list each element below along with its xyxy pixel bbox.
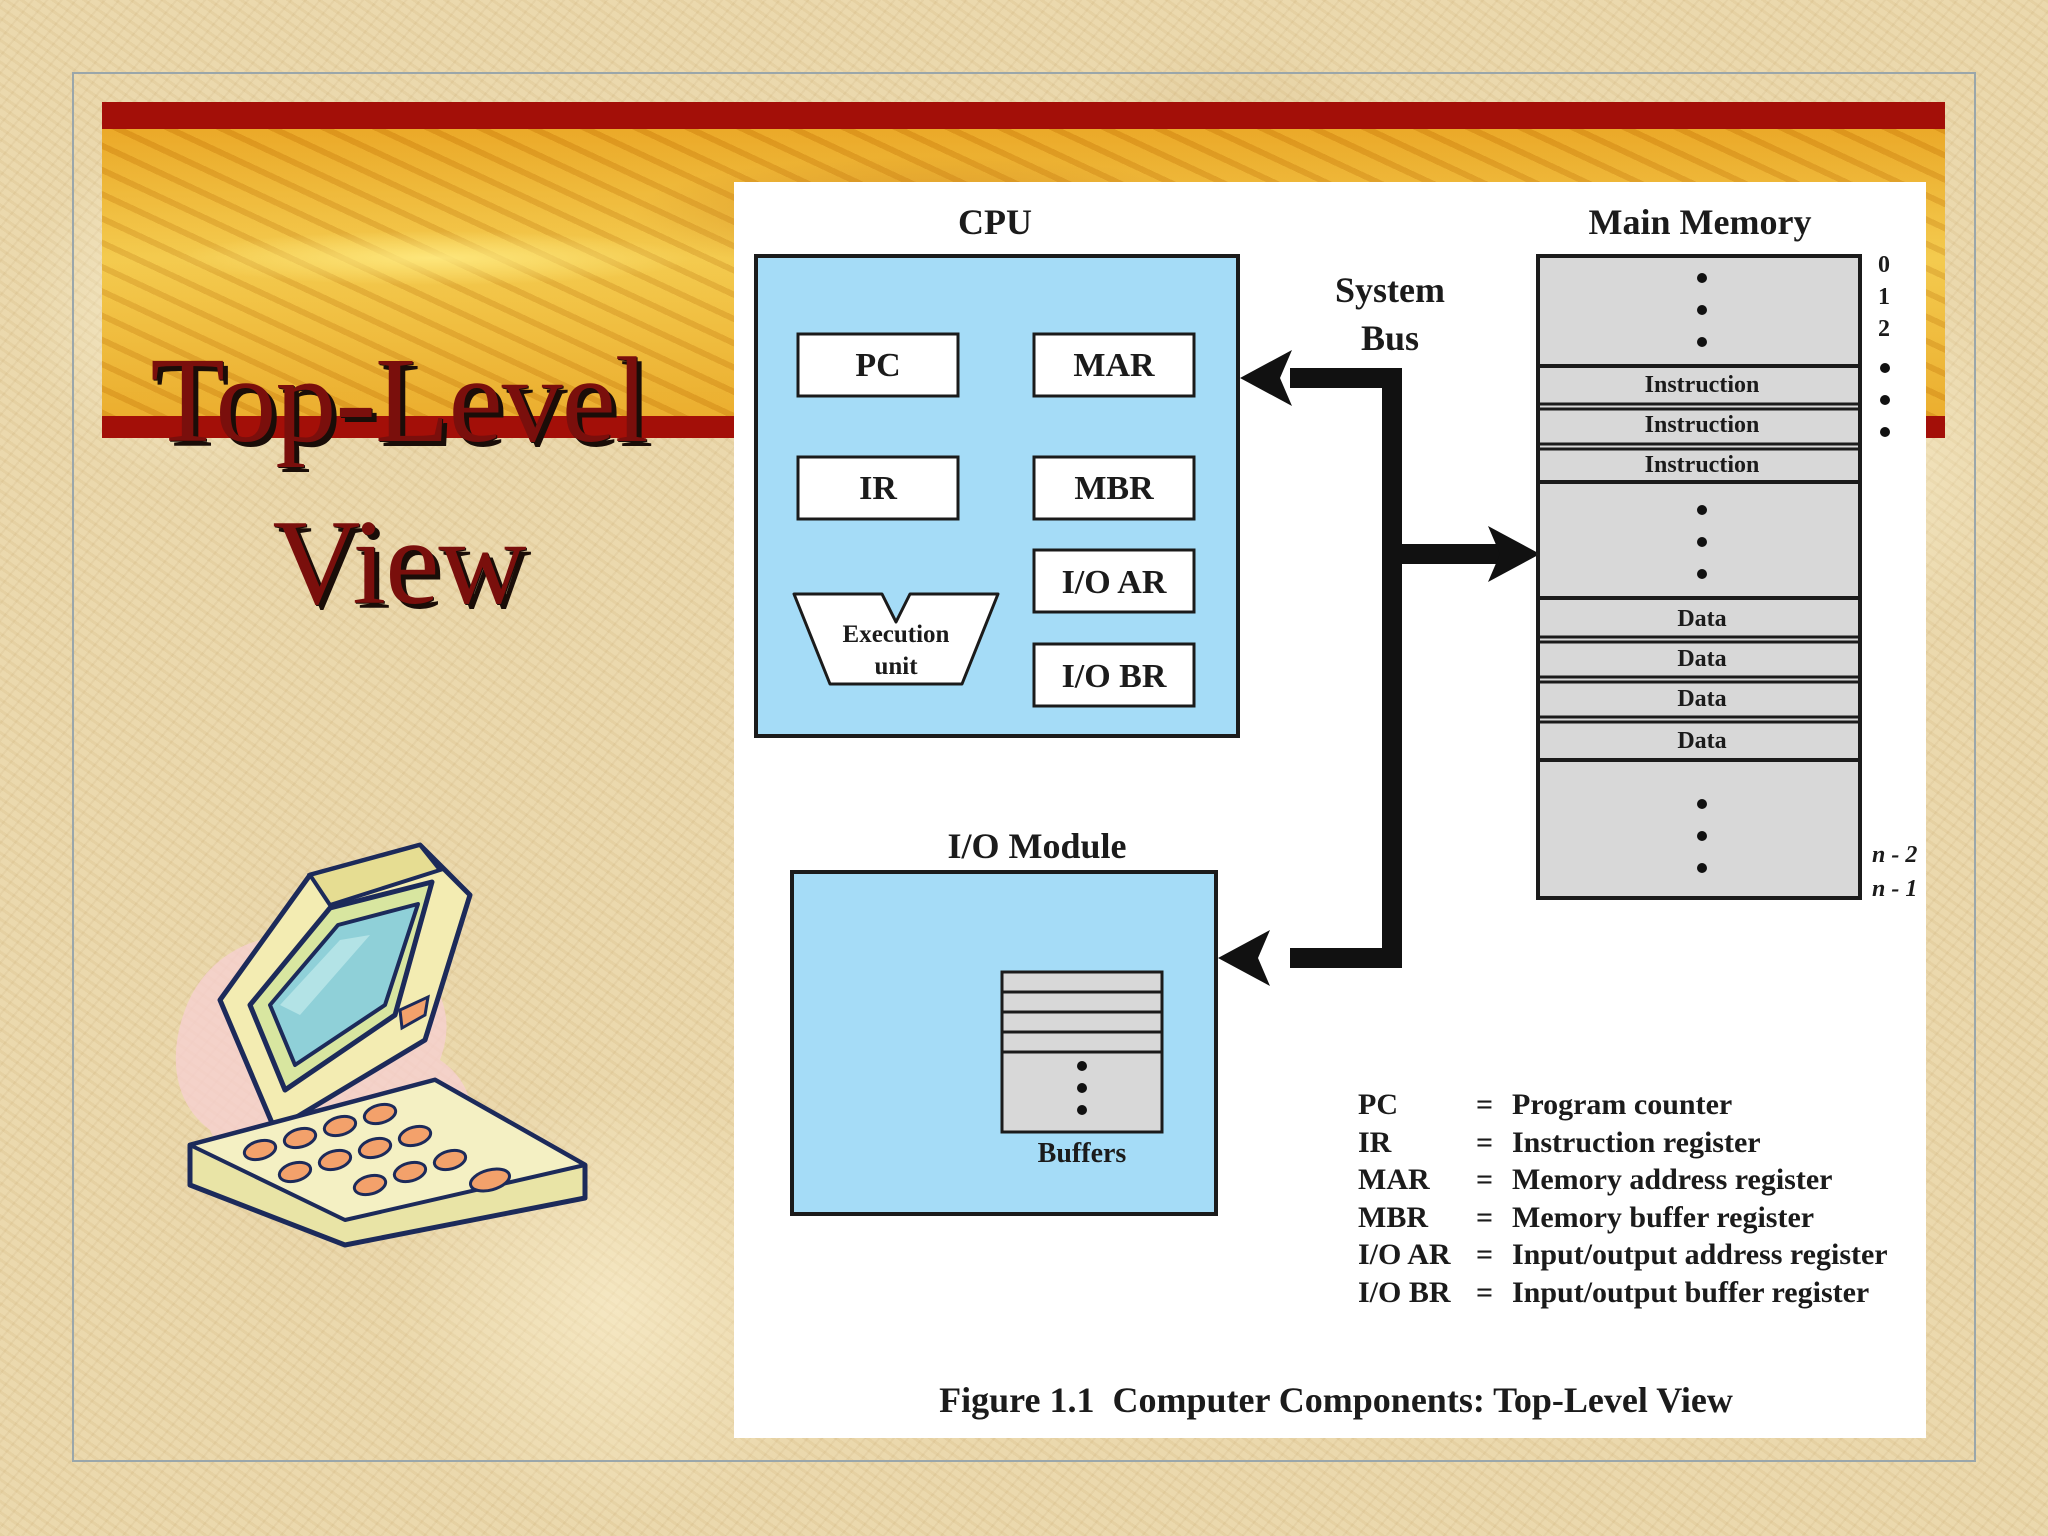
system-bus-label-1: System	[1335, 270, 1445, 310]
slide-title: Top-Level View	[104, 320, 694, 644]
slide-title-line2: View	[272, 495, 527, 630]
address-label-n-2: n - 2	[1872, 842, 1917, 868]
mar-register	[1032, 332, 1196, 398]
address-label-n-1: n - 1	[1872, 876, 1917, 902]
figure-caption: Figure 1.1 Computer Components: Top-Leve…	[939, 1380, 1733, 1420]
legend: PC = Program counter IR = Instruction re…	[1358, 1088, 1888, 1309]
legend-abbr: PC	[1358, 1088, 1398, 1121]
buffers-label: Buffers	[1038, 1138, 1127, 1169]
cpu-label: CPU	[958, 202, 1032, 242]
address-label-0: 0	[1878, 252, 1890, 278]
memory-cell-data: Data	[1677, 646, 1726, 672]
execution-unit-label-2: unit	[874, 653, 918, 680]
io-ar-register	[1032, 548, 1196, 614]
slide-frame	[72, 72, 1976, 1462]
execution-unit	[792, 592, 1000, 686]
legend-abbr: MBR	[1358, 1201, 1428, 1234]
legend-meaning: Input/output address register	[1512, 1238, 1888, 1271]
memory-cell-data: Data	[1677, 606, 1726, 632]
ir-register	[796, 455, 960, 521]
main-memory	[1536, 254, 1862, 900]
mbr-register-label: MBR	[1074, 470, 1154, 507]
legend-abbr: IR	[1358, 1126, 1392, 1159]
slide-title-line1: Top-Level	[150, 333, 648, 468]
mbr-register	[1032, 455, 1196, 521]
arrow-to-memory-icon	[1488, 526, 1540, 582]
architecture-diagram: CPU PC MAR IR MBR I/O AR I/O BR Executio…	[754, 202, 1917, 1420]
io-module-label: I/O Module	[947, 826, 1126, 866]
system-bus-lines	[1218, 350, 1540, 986]
mar-register-label: MAR	[1073, 347, 1155, 384]
legend-meaning: Memory address register	[1512, 1163, 1832, 1196]
legend-meaning: Instruction register	[1512, 1126, 1761, 1159]
legend-abbr: I/O AR	[1358, 1238, 1451, 1271]
legend-eq: =	[1476, 1201, 1493, 1234]
legend-eq: =	[1476, 1276, 1493, 1309]
legend-eq: =	[1476, 1238, 1493, 1271]
pc-register	[796, 332, 960, 398]
legend-meaning: Program counter	[1512, 1088, 1732, 1121]
figure-panel: CPU PC MAR IR MBR I/O AR I/O BR Executio…	[734, 182, 1926, 1438]
arrow-to-cpu-icon	[1240, 350, 1292, 406]
address-label-1: 1	[1878, 284, 1890, 310]
address-ellipsis	[1880, 363, 1890, 437]
system-bus-label-2: Bus	[1361, 318, 1419, 358]
execution-unit-label-1: Execution	[843, 621, 950, 648]
memory-cell-data: Data	[1677, 728, 1726, 754]
io-ar-register-label: I/O AR	[1062, 564, 1167, 601]
memory-cell-instruction: Instruction	[1645, 372, 1760, 398]
legend-eq: =	[1476, 1126, 1493, 1159]
computer-clipart-icon	[175, 842, 588, 1248]
legend-eq: =	[1476, 1163, 1493, 1196]
legend-abbr: I/O BR	[1358, 1276, 1451, 1309]
legend-eq: =	[1476, 1088, 1493, 1121]
address-label-2: 2	[1878, 316, 1890, 342]
buffers	[1000, 970, 1164, 1134]
legend-abbr: MAR	[1358, 1163, 1430, 1196]
ir-register-label: IR	[859, 470, 897, 507]
banner-top-stripe	[102, 102, 1945, 129]
legend-meaning: Input/output buffer register	[1512, 1276, 1869, 1309]
memory-cell-instruction: Instruction	[1645, 452, 1760, 478]
legend-meaning: Memory buffer register	[1512, 1201, 1814, 1234]
memory-cell-instruction: Instruction	[1645, 412, 1760, 438]
io-br-register-label: I/O BR	[1062, 658, 1167, 695]
main-memory-label: Main Memory	[1589, 202, 1812, 242]
arrow-to-io-icon	[1218, 930, 1270, 986]
io-br-register	[1032, 642, 1196, 708]
pc-register-label: PC	[855, 347, 900, 384]
memory-cell-data: Data	[1677, 686, 1726, 712]
